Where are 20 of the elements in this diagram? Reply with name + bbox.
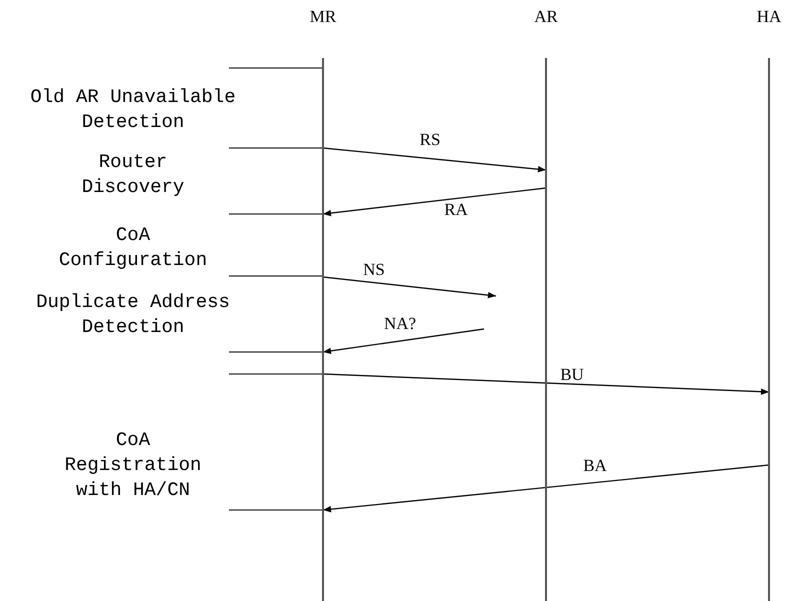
edge-label: BA [583,456,607,476]
message-arrow [322,373,770,395]
message-arrow [322,147,546,172]
phase-label: Router Discovery [80,150,186,200]
message-arrow [322,187,546,216]
edge-label: RS [420,130,440,150]
lifeline-header: MR [310,6,336,28]
phase-label: CoA Registration with HA/CN [64,428,202,503]
phase-label: Duplicate Address Detection [35,290,231,340]
phase-label: CoA Configuration [58,223,208,273]
message-arrow [322,276,496,298]
edge-label: NS [363,260,385,280]
phase-label: Old AR Unavailable Detection [29,85,237,135]
message-arrow [322,464,770,512]
edge-label: RA [444,200,468,220]
lifeline-header: AR [534,6,558,28]
edge-label: BU [560,365,584,385]
message-arrow [322,328,484,354]
lifeline-header: HA [756,6,782,28]
edge-label: NA? [384,314,416,334]
